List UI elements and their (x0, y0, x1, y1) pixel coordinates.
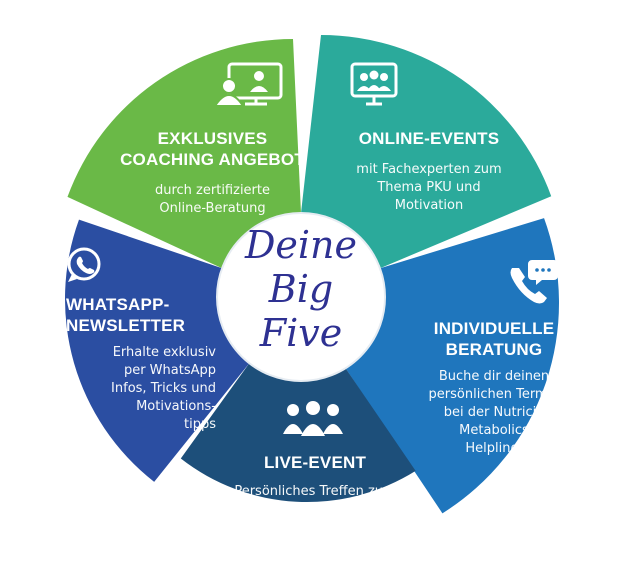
whatsapp-icon (67, 247, 101, 282)
online-events-desc-line-1: mit Fachexperten zum (356, 162, 502, 177)
whatsapp-title-line-1: WHATSAPP- (66, 295, 170, 314)
coaching-title-line-1: EXKLUSIVES (157, 129, 268, 148)
center-circle (216, 212, 386, 382)
whatsapp-desc-line-5: tipps (184, 417, 216, 432)
video-call-icon (213, 62, 283, 107)
segment-individuelle-beratung[interactable] (345, 218, 559, 514)
whatsapp-desc-line-3: Infos, Tricks und (111, 381, 216, 396)
online-events-description: mit Fachexperten zum Thema PKU und Motiv… (334, 161, 524, 215)
segment-online-events[interactable] (301, 35, 552, 269)
live-event-text: LIVE-EVENT Persönliches Treffen zum Erfa… (205, 452, 425, 537)
beratung-title-line-2: BERATUNG (445, 340, 543, 359)
online-events-desc-line-3: Motivation (394, 198, 464, 213)
whatsapp-title-line-2: NEWSLETTER (66, 316, 186, 335)
whatsapp-description: Erhalte exklusiv per WhatsApp Infos, Tri… (58, 344, 230, 434)
online-events-desc-line-2: Thema PKU und (377, 180, 481, 195)
whatsapp-desc-line-2: per WhatsApp (123, 363, 216, 378)
whatsapp-desc-line-1: Erhalte exklusiv (112, 345, 216, 360)
segment-whatsapp[interactable] (64, 219, 250, 482)
beratung-desc-line-3: bei der Nutricia (443, 405, 545, 420)
coaching-text: EXKLUSIVES COACHING ANGEBOT durch zertif… (105, 128, 320, 218)
center-word-2: Big (268, 267, 334, 311)
beratung-description: Buche dir deinen persönlichen Termin bei… (404, 368, 584, 458)
beratung-desc-line-5: Helpline. (465, 441, 523, 456)
beratung-desc-line-2: persönlichen Termin (428, 387, 560, 402)
live-event-title: LIVE-EVENT (263, 453, 367, 472)
live-event-desc-line-2: Erfahrungsaustausch mit (233, 502, 397, 517)
live-event-description: Persönliches Treffen zum Erfahrungsausta… (205, 483, 425, 537)
coaching-description: durch zertifizierte Online-Beratung (105, 182, 320, 218)
center-word-3: Five (259, 311, 343, 355)
online-events-text: ONLINE-EVENTS mit Fachexperten zum Thema… (334, 128, 524, 215)
phone-chat-icon (510, 260, 558, 304)
individuelle-beratung-text: INDIVIDUELLE BERATUNG Buche dir deinen p… (404, 318, 584, 458)
people-group-icon (283, 401, 343, 436)
segment-coaching[interactable] (67, 39, 301, 269)
group-monitor-icon (350, 62, 398, 106)
beratung-desc-line-1: Buche dir deinen (438, 369, 550, 384)
beratung-desc-line-4: Metabolics (459, 423, 529, 438)
beratung-title-line-1: INDIVIDUELLE (433, 319, 555, 338)
center-word-1: Deine (244, 223, 358, 267)
coaching-desc-line-1: durch zertifizierte (154, 183, 270, 198)
coaching-desc-line-2: Online-Beratung (159, 201, 266, 216)
online-events-title: ONLINE-EVENTS (358, 129, 500, 148)
live-event-desc-line-3: deiner Gruppe (268, 520, 362, 535)
whatsapp-text: WHATSAPP- NEWSLETTER Erhalte exklusiv pe… (58, 294, 230, 434)
whatsapp-desc-line-4: Motivations- (136, 399, 216, 414)
coaching-title-line-2: COACHING ANGEBOT (120, 150, 305, 169)
live-event-desc-line-1: Persönliches Treffen zum (234, 484, 396, 499)
